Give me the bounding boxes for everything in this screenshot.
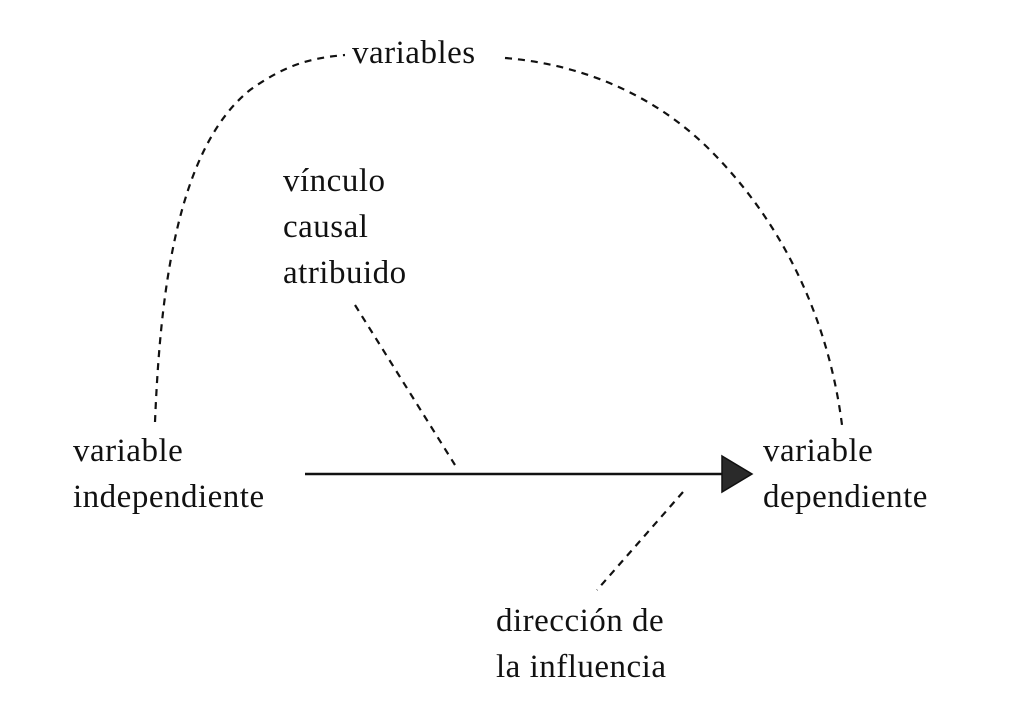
- causal-link-line-3: atribuido: [283, 255, 407, 291]
- causal-link-line-2: causal: [283, 209, 369, 245]
- direction-line-1: dirección de: [496, 603, 665, 639]
- variables-label-text: variables: [352, 35, 476, 71]
- independent-line-1: variable: [73, 433, 184, 469]
- causal-link-label: vínculo causal atribuido: [283, 158, 407, 296]
- causal-link-line-1: vínculo: [283, 163, 386, 199]
- independent-variable-label: variable independiente: [73, 428, 265, 520]
- dependent-line-1: variable: [763, 433, 874, 469]
- direction-leader: [596, 491, 684, 591]
- causal-link-leader: [354, 304, 456, 466]
- dependent-variable-label: variable dependiente: [763, 428, 928, 520]
- direction-line-2: la influencia: [496, 649, 667, 685]
- variables-arc-right: [504, 56, 844, 426]
- variables-arc-left: [153, 53, 346, 423]
- variables-label: variables: [352, 30, 476, 76]
- causal-arrowhead: [721, 454, 754, 494]
- dependent-line-2: dependiente: [763, 479, 928, 515]
- direction-of-influence-label: dirección de la influencia: [496, 598, 667, 690]
- independent-line-2: independiente: [73, 479, 265, 515]
